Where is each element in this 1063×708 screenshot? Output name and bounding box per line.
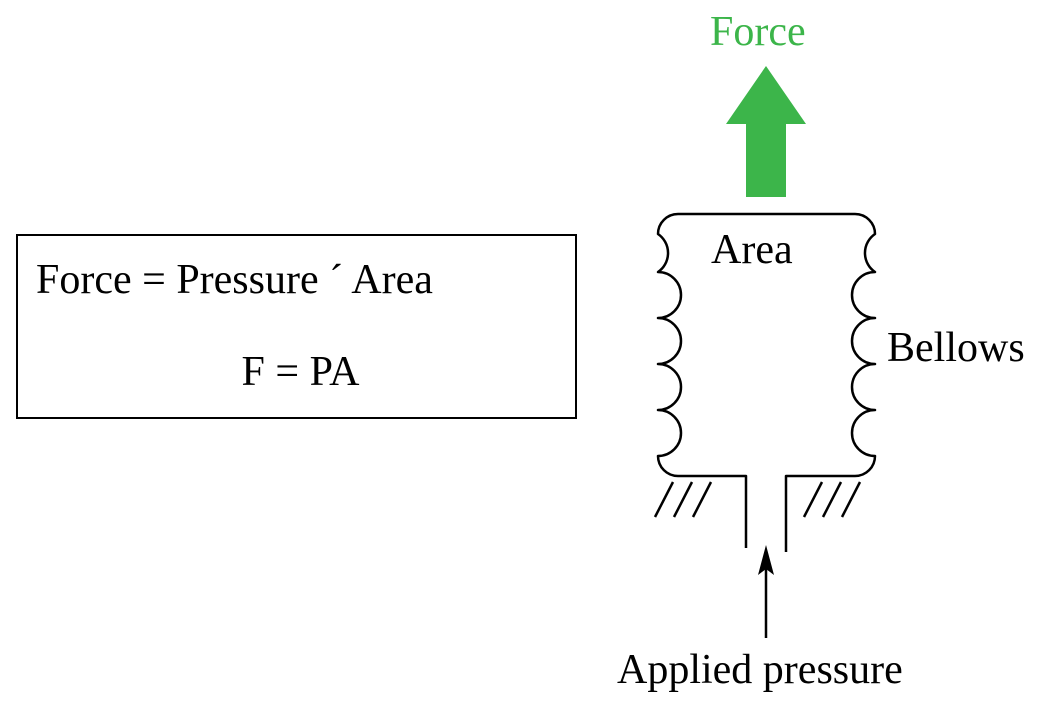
ground-hatch-right xyxy=(802,481,862,518)
force-label: Force xyxy=(710,9,806,55)
ground-hatch-left xyxy=(653,481,713,518)
pressure-arrowhead xyxy=(758,545,774,575)
applied-pressure-label: Applied pressure xyxy=(617,647,903,693)
formula-box: Force = Pressure ´ Area F = PA xyxy=(16,234,577,419)
force-arrow xyxy=(726,66,806,197)
formula-equation: F = PA xyxy=(241,349,360,395)
area-label: Area xyxy=(711,227,793,273)
bellows-label: Bellows xyxy=(887,325,1025,371)
bellows-outline xyxy=(656,212,877,552)
formula-text: Force = Pressure ´ Area xyxy=(36,257,433,303)
